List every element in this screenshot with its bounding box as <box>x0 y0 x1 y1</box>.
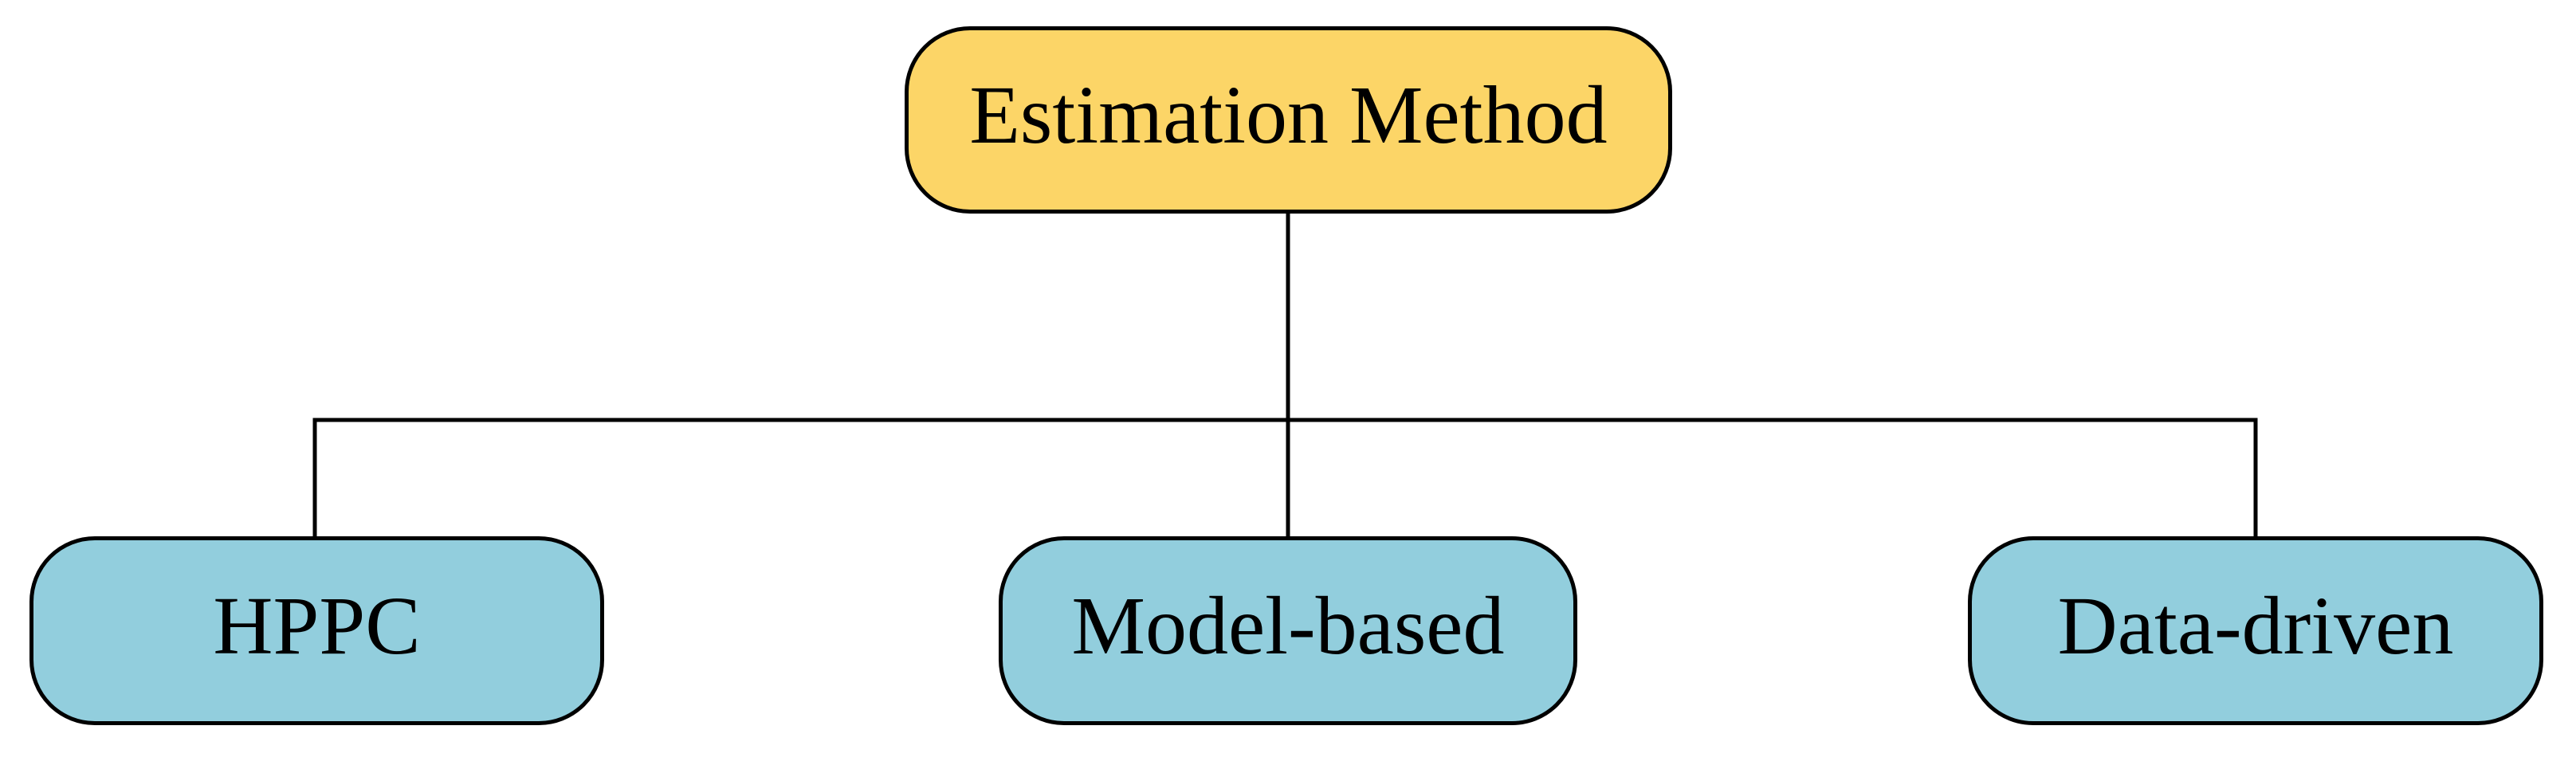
node-data-driven-label: Data-driven <box>2057 579 2454 672</box>
node-hppc: HPPC <box>29 536 604 725</box>
node-estimation-method: Estimation Method <box>905 26 1672 214</box>
node-model-based-label: Model-based <box>1071 579 1505 672</box>
node-data-driven: Data-driven <box>1968 536 2543 725</box>
node-estimation-method-label: Estimation Method <box>969 69 1608 161</box>
node-model-based: Model-based <box>999 536 1577 725</box>
node-hppc-label: HPPC <box>213 579 421 672</box>
edge-root-to-children <box>312 214 2258 536</box>
